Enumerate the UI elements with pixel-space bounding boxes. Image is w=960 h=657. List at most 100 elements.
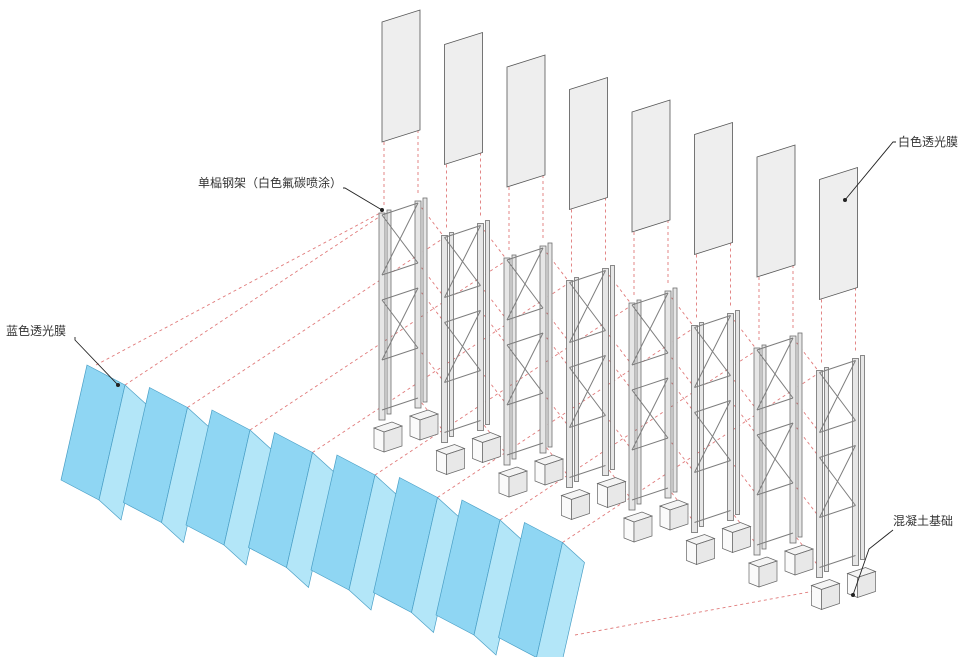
blue-membrane-panels xyxy=(60,364,585,657)
frame-connector xyxy=(792,532,820,568)
steel-frames xyxy=(372,9,877,611)
frame-beam xyxy=(694,315,731,328)
blue-membrane-panel-5 xyxy=(310,454,398,611)
frame-beam xyxy=(569,415,606,428)
frame-beam xyxy=(569,270,606,283)
footing-front xyxy=(811,584,822,611)
footing-side xyxy=(633,515,653,543)
frame-beam xyxy=(756,397,794,411)
steel-column xyxy=(414,200,422,409)
frame-beam xyxy=(506,247,544,261)
blue-membrane-panel-8 xyxy=(498,521,585,657)
steel-frame-4 xyxy=(560,76,627,521)
footing-front xyxy=(784,550,796,576)
frame-beam xyxy=(756,422,794,436)
frame-connector xyxy=(605,355,633,391)
blue-panel-face xyxy=(98,384,148,521)
frame-brace xyxy=(569,270,606,343)
blue-panel-face xyxy=(411,496,460,634)
frame-connector xyxy=(792,422,820,458)
footing-front xyxy=(561,494,572,521)
concrete-footing xyxy=(372,421,404,453)
frame-beam xyxy=(631,292,669,306)
frame-beam xyxy=(819,505,856,518)
blue-panel-face xyxy=(348,474,398,611)
white-membrane-panel xyxy=(631,99,671,233)
concrete-footing xyxy=(622,511,654,543)
footing-side xyxy=(696,538,715,565)
steel-column-back xyxy=(547,242,553,448)
frame-brace xyxy=(444,225,481,298)
steel-column-back xyxy=(672,287,678,493)
frame-connector xyxy=(480,420,508,456)
frame-brace xyxy=(819,457,856,506)
frame-connector xyxy=(417,202,445,238)
steel-column-back xyxy=(735,310,740,515)
footing-side xyxy=(821,583,840,610)
frame-brace xyxy=(756,337,794,411)
frame-connector xyxy=(730,460,758,496)
frame-beam xyxy=(694,400,731,413)
white-membrane-panel xyxy=(444,31,483,166)
steel-column xyxy=(691,325,698,533)
concrete-footing xyxy=(497,466,529,498)
concrete-footing xyxy=(408,409,440,441)
frame-beam xyxy=(694,375,731,388)
frame-connector xyxy=(417,347,445,383)
steel-column-back xyxy=(485,220,490,425)
steel-column xyxy=(664,290,672,499)
frame-beam xyxy=(506,442,544,456)
frame-connector xyxy=(792,482,820,518)
label-concrete-foundation: 混凝土基础 xyxy=(851,513,953,597)
frame-connector xyxy=(542,392,570,428)
frame-beam xyxy=(756,532,794,546)
frame-connector xyxy=(605,415,633,451)
frame-beam xyxy=(506,307,544,321)
blue-panel-guide xyxy=(499,349,758,521)
steel-frame-label: 单榀钢架（白色氟碳喷涂） xyxy=(198,175,342,190)
frame-brace xyxy=(756,434,794,484)
frame-brace xyxy=(694,412,731,461)
blue-panel-face xyxy=(536,541,585,657)
footing-side xyxy=(758,560,778,588)
frame-beam xyxy=(569,355,606,368)
concrete-footing xyxy=(846,567,877,599)
concrete-footing xyxy=(471,432,502,464)
frame-beam xyxy=(819,445,856,458)
blue-panel-guide xyxy=(562,372,820,543)
frame-brace xyxy=(506,247,544,321)
blue-membrane-panel-4 xyxy=(248,431,335,589)
frame-beam xyxy=(569,465,606,478)
frame-connector xyxy=(542,307,570,343)
label-white-membrane: 白色透光膜 xyxy=(843,134,958,202)
blue-membrane-panel-2 xyxy=(123,386,210,544)
frame-beam xyxy=(569,330,606,343)
footing-front xyxy=(472,437,483,464)
blue-panel-guide xyxy=(437,327,695,498)
frame-connector xyxy=(417,287,445,323)
frame-beam xyxy=(444,310,481,323)
frame-connector xyxy=(667,487,695,523)
steel-frame-7 xyxy=(747,144,815,588)
frame-brace xyxy=(631,292,669,366)
concrete-footing xyxy=(783,544,815,576)
steel-column xyxy=(628,302,636,511)
white-membrane-label: 白色透光膜 xyxy=(898,134,958,149)
blue-membrane-panel-7 xyxy=(435,499,523,656)
white-membrane-panel xyxy=(756,144,796,278)
frame-connector xyxy=(730,400,758,436)
steel-column xyxy=(602,268,609,476)
footing-side xyxy=(857,571,876,598)
frame-connector xyxy=(667,352,695,388)
frame-beam xyxy=(506,332,544,346)
concrete-foundation-label: 混凝土基础 xyxy=(893,513,953,528)
concrete-footing xyxy=(435,444,466,476)
footing-front xyxy=(686,539,697,566)
steel-frame-2 xyxy=(435,31,502,476)
blue-panel-guide xyxy=(574,589,821,636)
frame-beam xyxy=(819,420,856,433)
steel-column xyxy=(753,347,761,556)
frame-connector xyxy=(730,510,758,546)
frame-connector xyxy=(480,285,508,321)
